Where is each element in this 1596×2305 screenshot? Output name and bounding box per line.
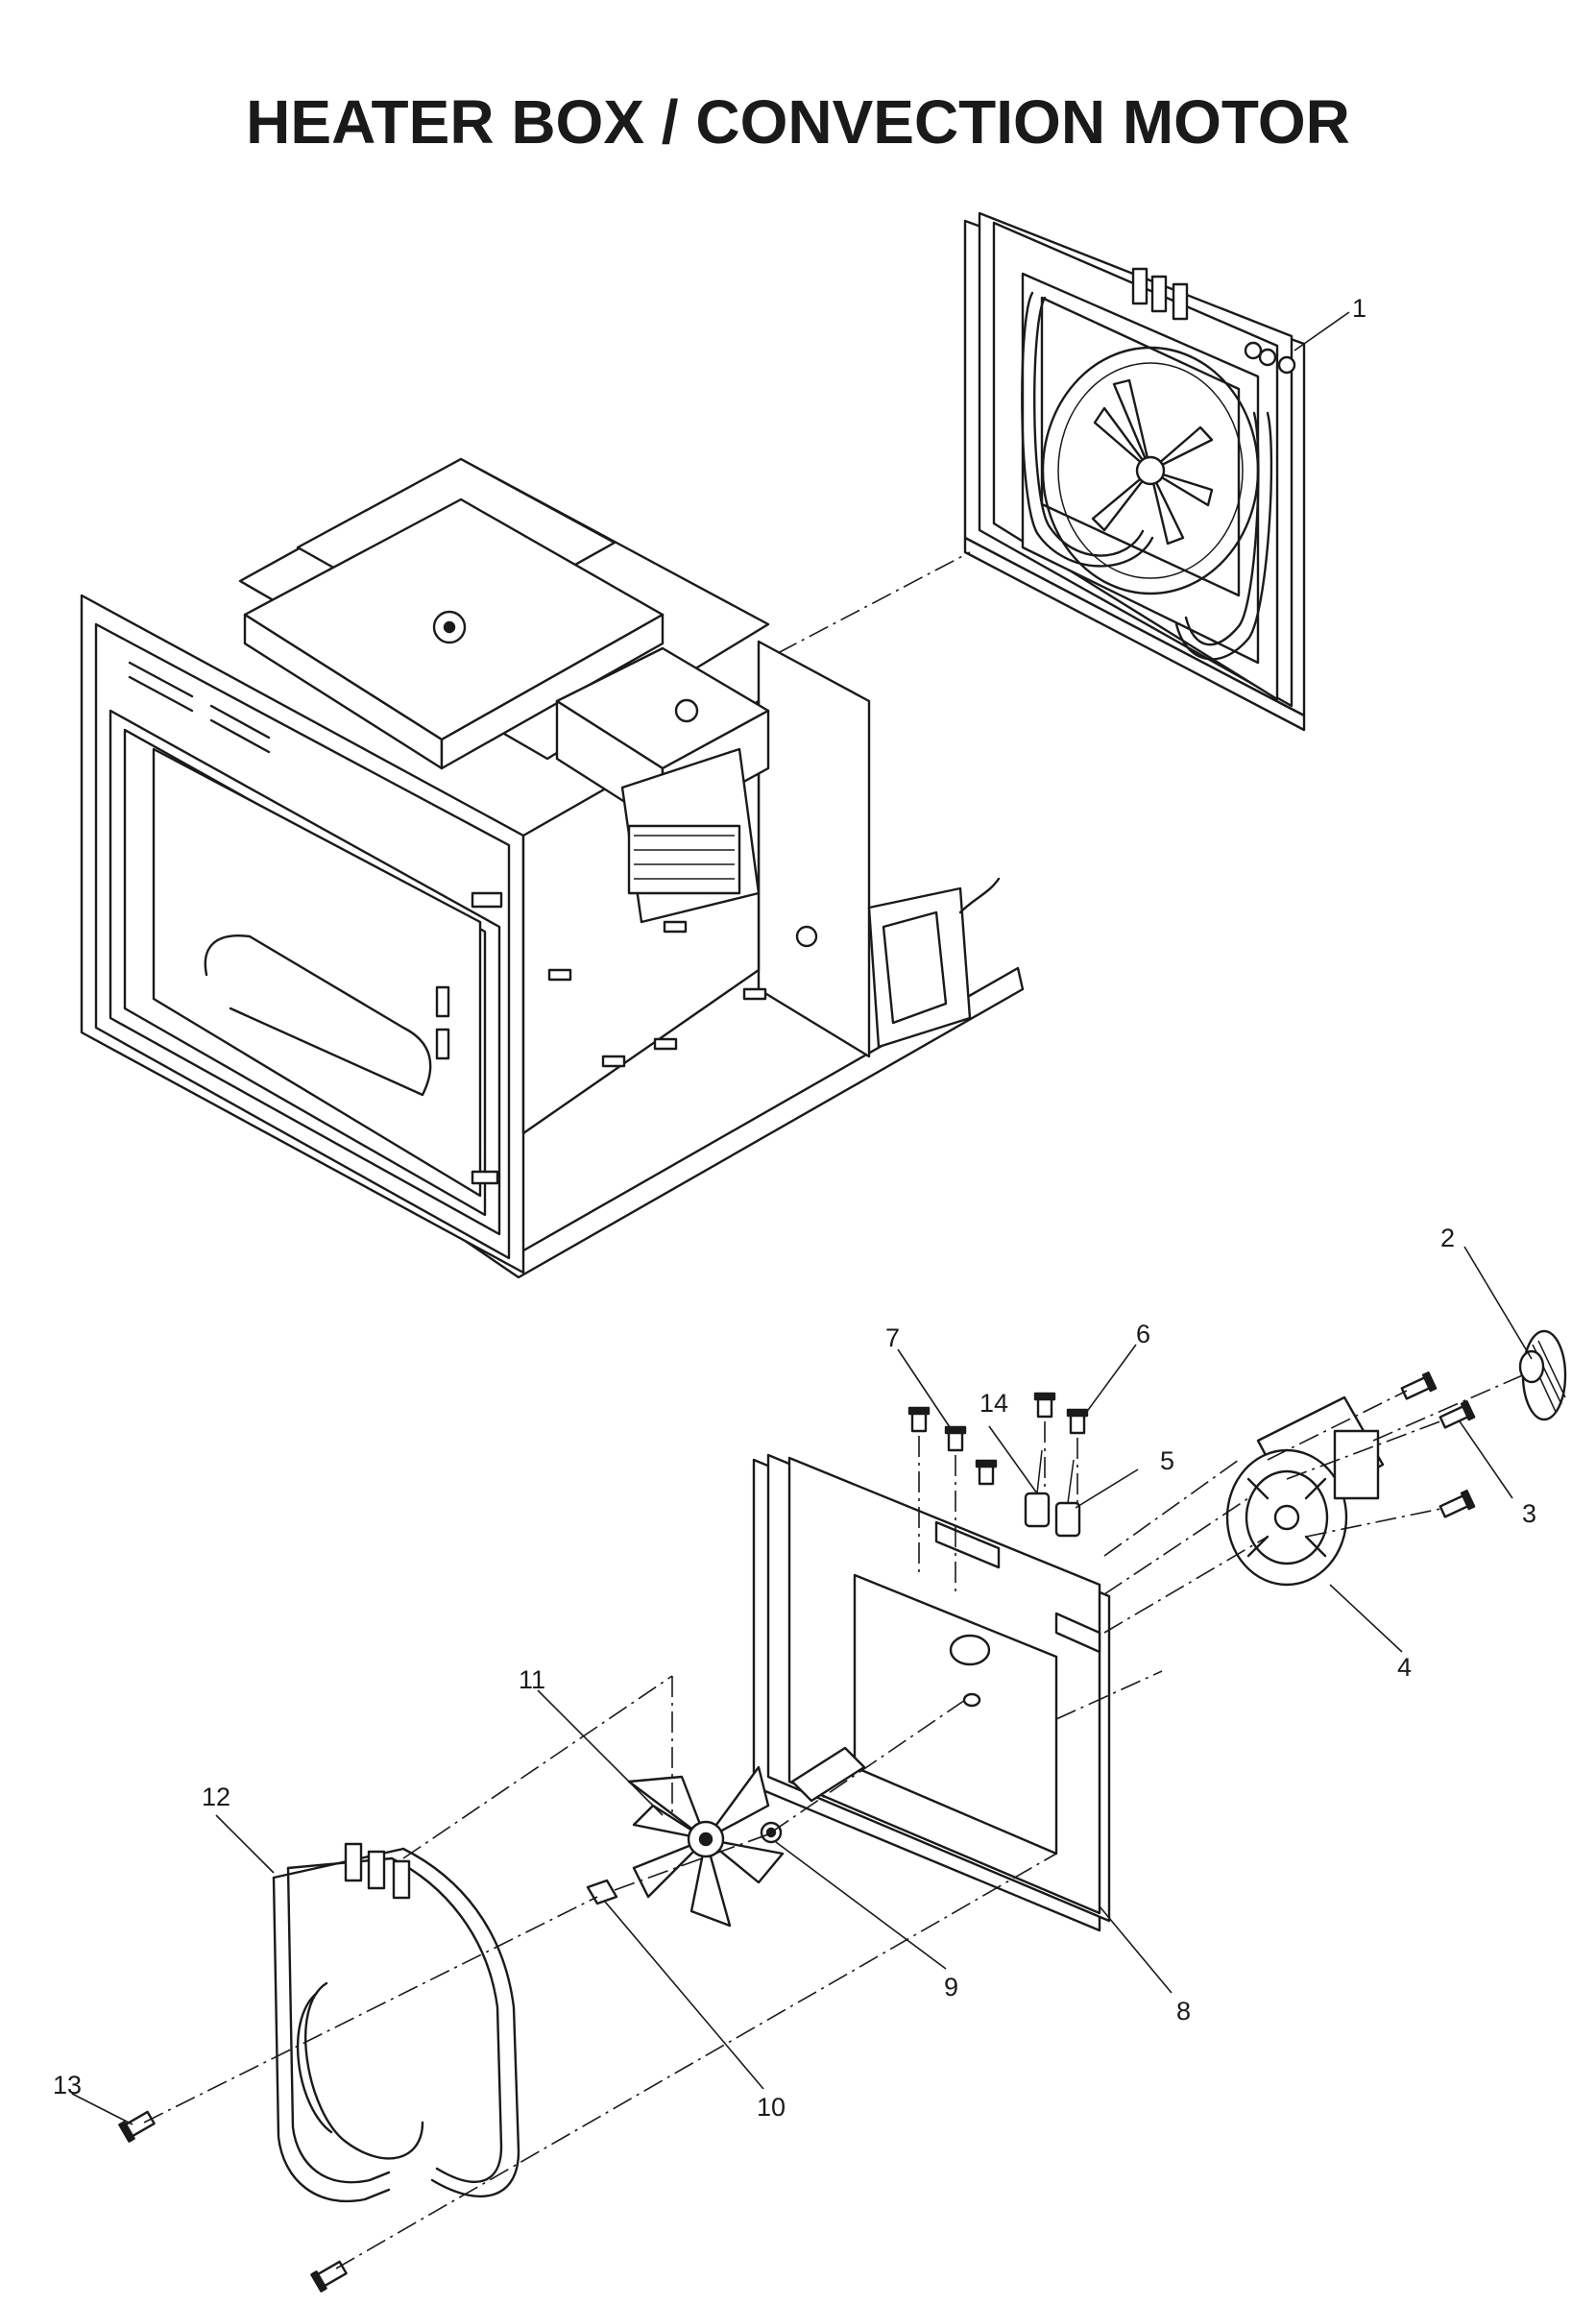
back-panel (752, 1453, 1111, 1932)
callout-8: 8 (1176, 1997, 1191, 2026)
callout-2: 2 (1440, 1224, 1455, 1252)
callout-12: 12 (202, 1783, 230, 1811)
oven-fan-blade (627, 1765, 785, 1928)
callout-11: 11 (519, 1665, 545, 1694)
assembly-centerlines (143, 551, 1528, 2269)
screws (118, 1371, 1476, 2293)
callout-7: 7 (885, 1323, 900, 1352)
callout-4: 4 (1397, 1653, 1412, 1682)
callout-13: 13 (53, 2071, 82, 2099)
diagram-title: HEATER BOX / CONVECTION MOTOR (246, 87, 1350, 157)
cooling-fan-blade (1518, 1329, 1567, 1421)
wire-connectors (1024, 1449, 1081, 1538)
callout-labels: 1 2 3 4 5 6 7 8 9 10 11 12 13 14 (53, 294, 1536, 2122)
callout-1: 1 (1352, 294, 1366, 323)
callout-leaders (71, 311, 1533, 2125)
callout-14: 14 (979, 1389, 1008, 1418)
callout-6: 6 (1136, 1320, 1150, 1348)
heater-box-assembly (963, 211, 1306, 732)
convection-motor (1225, 1395, 1385, 1587)
heater-element (272, 1842, 520, 2202)
callout-5: 5 (1160, 1446, 1174, 1475)
callout-10: 10 (757, 2093, 786, 2122)
callout-3: 3 (1522, 1499, 1536, 1528)
callout-9: 9 (944, 1973, 958, 2002)
oven-cavity-cabinet (80, 457, 1025, 1279)
